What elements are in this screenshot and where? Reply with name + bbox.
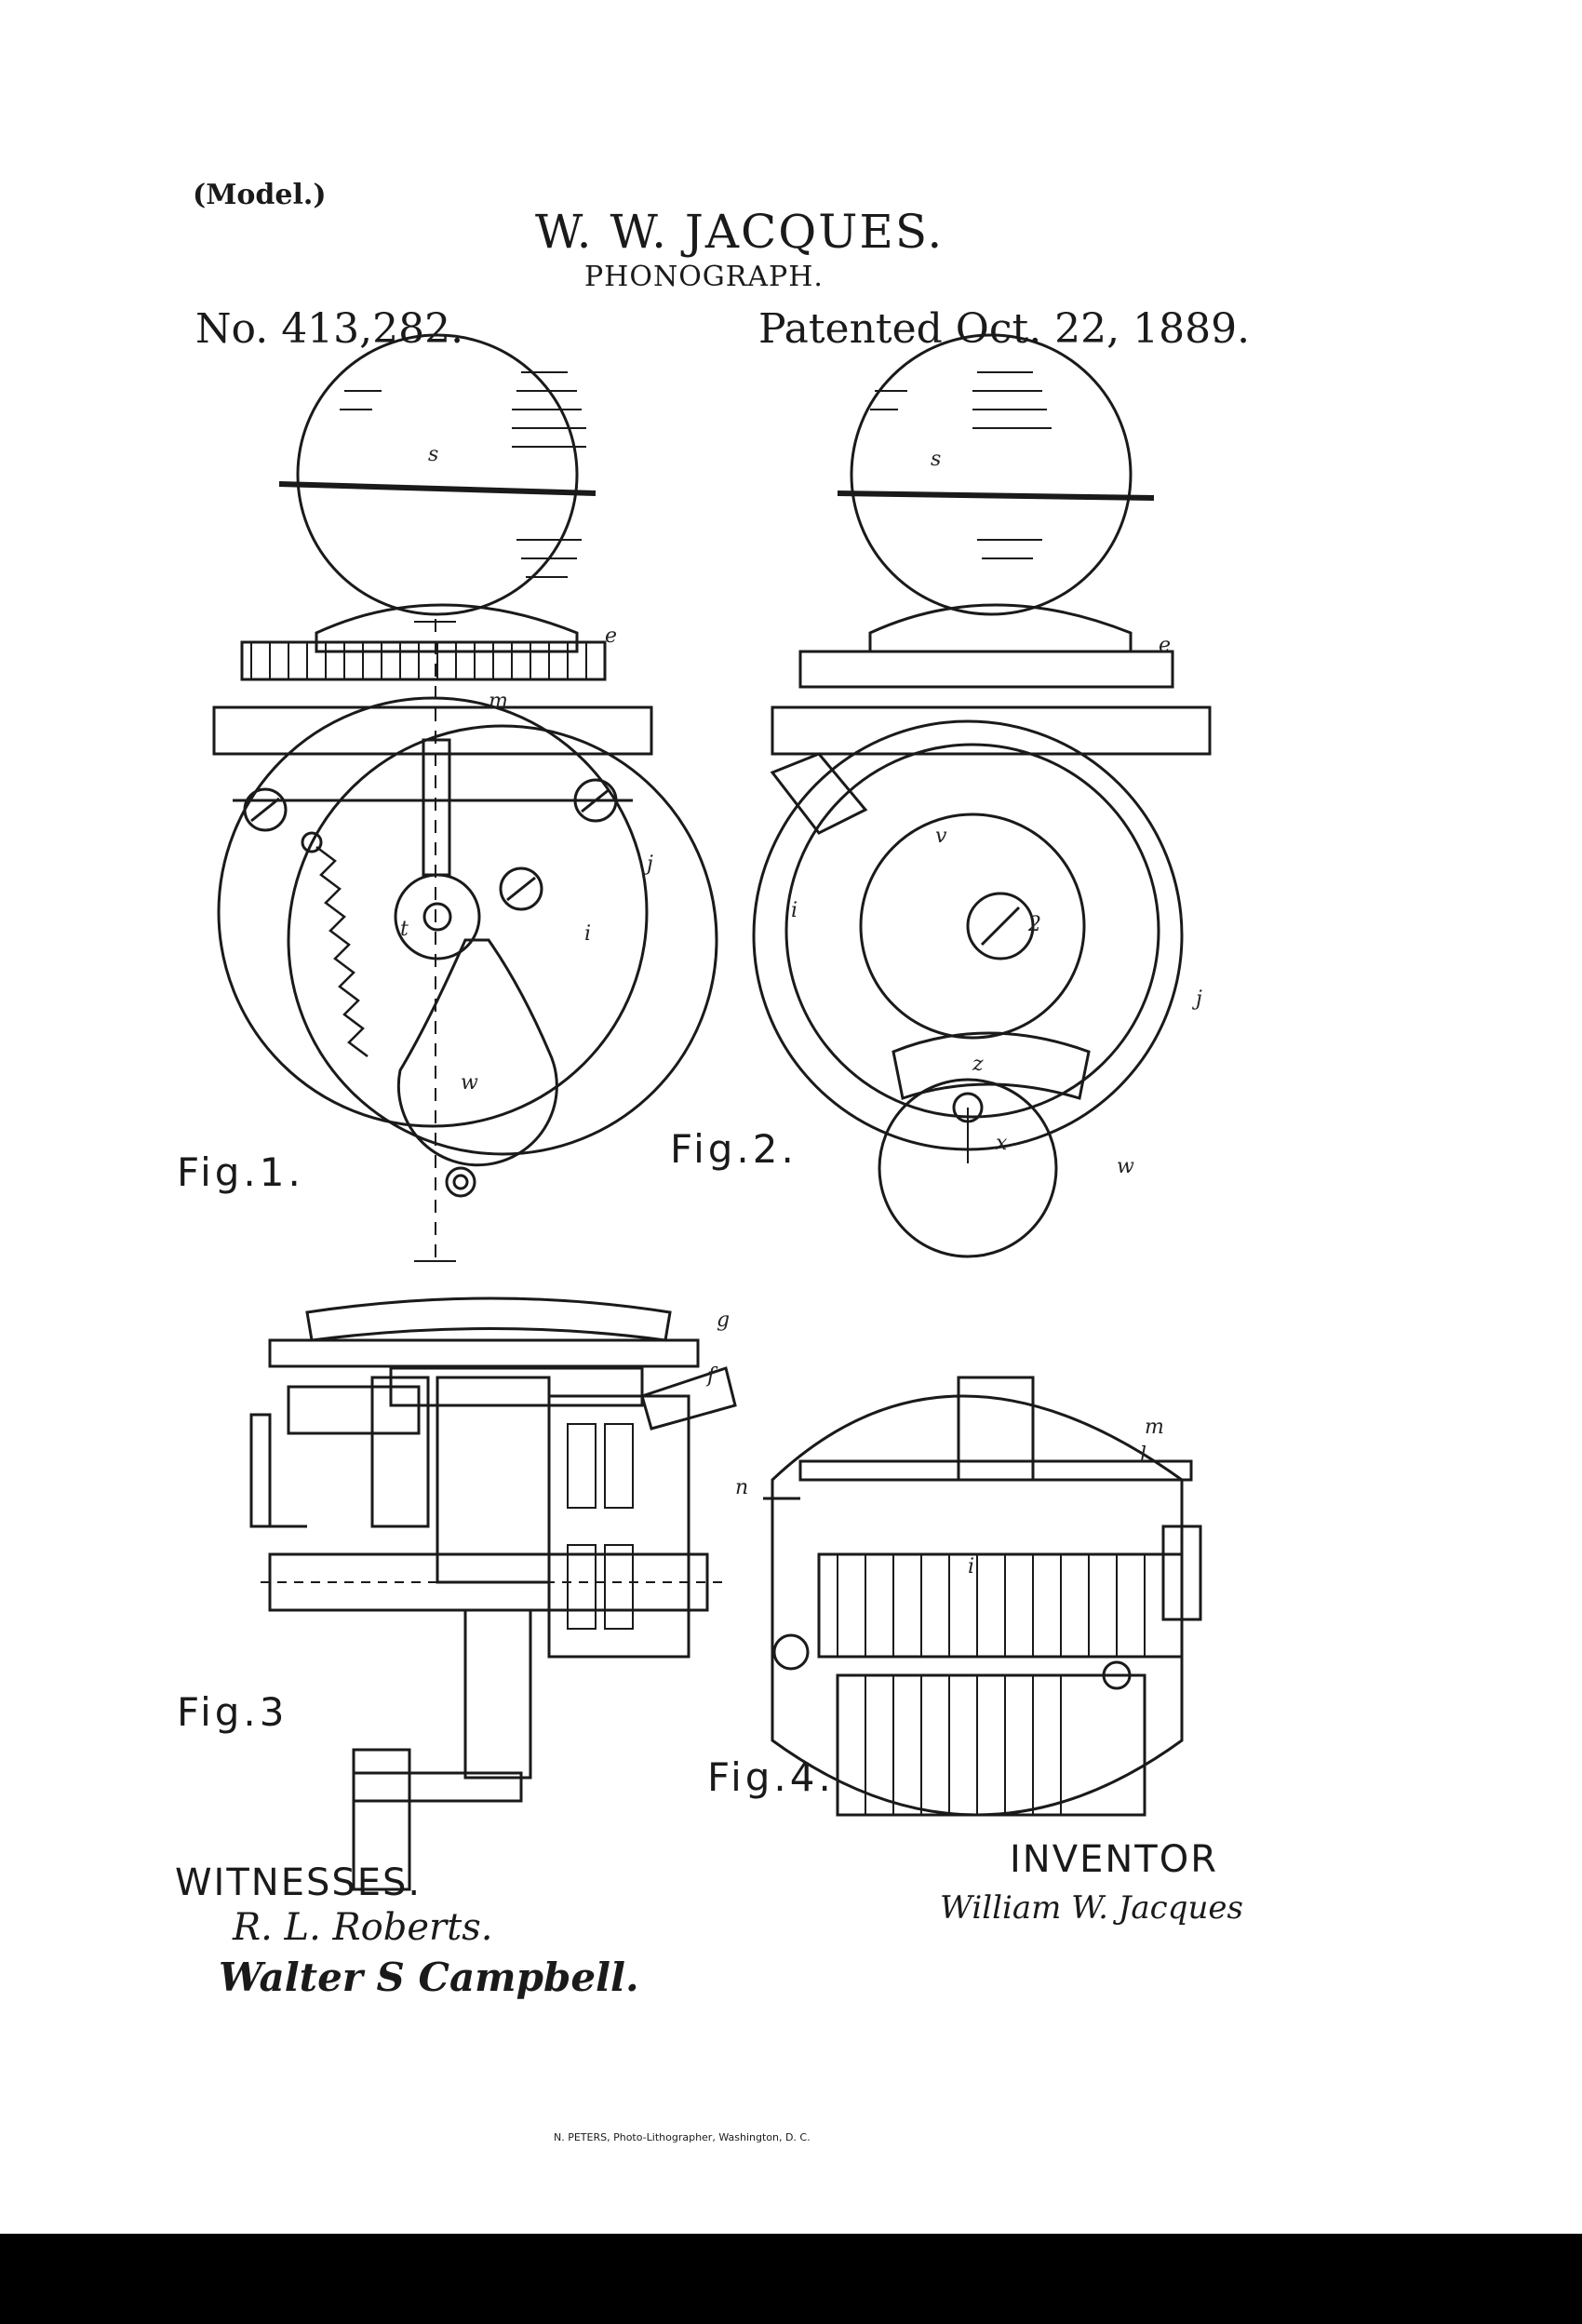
fig2-drawing <box>752 333 1212 1258</box>
witness-signature-2: Walter S Campbell. <box>219 1955 639 2000</box>
inventor-signature: William W. Jacques <box>940 1889 1243 1927</box>
witness-signature-1: R. L. Roberts. <box>233 1906 493 1949</box>
svg-text:w: w <box>461 1071 478 1095</box>
reference-letters: s s e e m 2 v w w j j i i t z x g f m l … <box>400 443 1202 1578</box>
svg-text:l: l <box>1140 1444 1146 1467</box>
figure-4-label: Fig.4. <box>707 1754 835 1800</box>
patent-drawings: s s e e m 2 v w w j j i i t z x g f m l … <box>212 333 1212 1891</box>
svg-text:n: n <box>735 1476 748 1499</box>
printer-credit: N. PETERS, Photo-Lithographer, Washingto… <box>554 2131 811 2143</box>
fig4-drawing <box>763 1376 1202 1817</box>
patent-date: Patented Oct. 22, 1889. <box>758 305 1251 353</box>
svg-text:m: m <box>489 690 508 713</box>
svg-text:m: m <box>1145 1416 1164 1439</box>
svg-text:t: t <box>400 918 409 941</box>
svg-text:i: i <box>968 1555 974 1578</box>
svg-text:e: e <box>605 625 617 648</box>
svg-text:z: z <box>972 1053 984 1076</box>
svg-text:x: x <box>996 1132 1008 1155</box>
witnesses-label: WITNESSES. <box>175 1861 422 1904</box>
svg-text:v: v <box>935 825 947 848</box>
svg-text:s: s <box>931 448 941 471</box>
inventor-label: INVENTOR <box>1010 1838 1218 1881</box>
figure-2-label: Fig.2. <box>670 1126 798 1172</box>
svg-text:i: i <box>791 899 798 922</box>
figure-3-label: Fig.3 <box>177 1689 288 1735</box>
svg-text:j: j <box>1191 987 1202 1011</box>
svg-text:i: i <box>584 922 591 946</box>
inventor-name: W. W. JACQUES. <box>535 205 945 259</box>
svg-text:f: f <box>705 1364 718 1388</box>
svg-text:g: g <box>717 1309 730 1332</box>
model-label: (Model.) <box>193 179 327 211</box>
fig3-drawing <box>249 1296 737 1891</box>
patent-number: No. 413,282. <box>195 305 464 353</box>
svg-text:w: w <box>1117 1155 1134 1178</box>
scan-edge-bar <box>0 2234 1582 2324</box>
figure-1-label: Fig.1. <box>177 1149 304 1195</box>
invention-title: PHONOGRAPH. <box>584 261 824 293</box>
svg-text:2: 2 <box>1027 913 1041 936</box>
svg-text:s: s <box>428 443 438 466</box>
svg-text:e: e <box>1159 634 1171 657</box>
fig1-drawing <box>212 333 718 1262</box>
